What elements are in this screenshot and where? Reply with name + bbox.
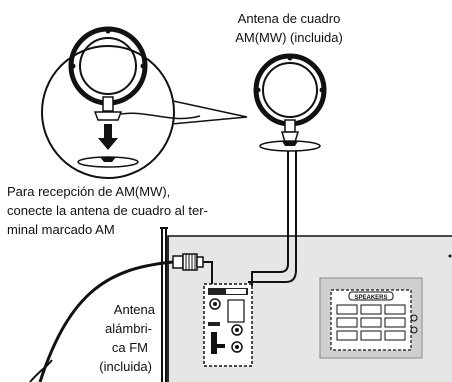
speaker-terminals [336, 304, 406, 341]
am-loop-title-line-2: AM(MW) (incluida) [235, 30, 343, 45]
loop-assembly-detail-bubble [41, 26, 248, 179]
fm-wire-antenna [29, 253, 213, 382]
fm-wire-label-line-4: (incluida) [99, 359, 152, 374]
speakers-panel-label: SPEAKERS [354, 295, 387, 301]
fm-wire-label-line-3: ca FM [112, 340, 148, 355]
am-instruction-text: Para recepción de AM(MW), conecte la ant… [7, 184, 208, 237]
wall-pole [160, 227, 168, 382]
am-loop-title: Antena de cuadro AM(MW) (incluida) [235, 11, 343, 45]
fm-wire-label-line-1: Antena [114, 302, 156, 317]
fm-wire-label: Antena alámbri- ca FM (incluida) [99, 302, 156, 374]
antenna-terminal-block [203, 283, 253, 367]
am-loop-title-line-1: Antena de cuadro [238, 11, 341, 26]
am-instruction-line-3: minal marcado AM [7, 222, 115, 237]
am-lead-wire [248, 150, 297, 286]
fm-wire-label-line-2: alámbri- [105, 321, 152, 336]
am-instruction-line-1: Para recepción de AM(MW), [7, 184, 170, 199]
am-instruction-line-2: conecte la antena de cuadro al ter- [7, 203, 208, 218]
am-loop-antenna [253, 53, 327, 152]
speaker-terminal-panel: SPEAKERS [319, 277, 423, 359]
